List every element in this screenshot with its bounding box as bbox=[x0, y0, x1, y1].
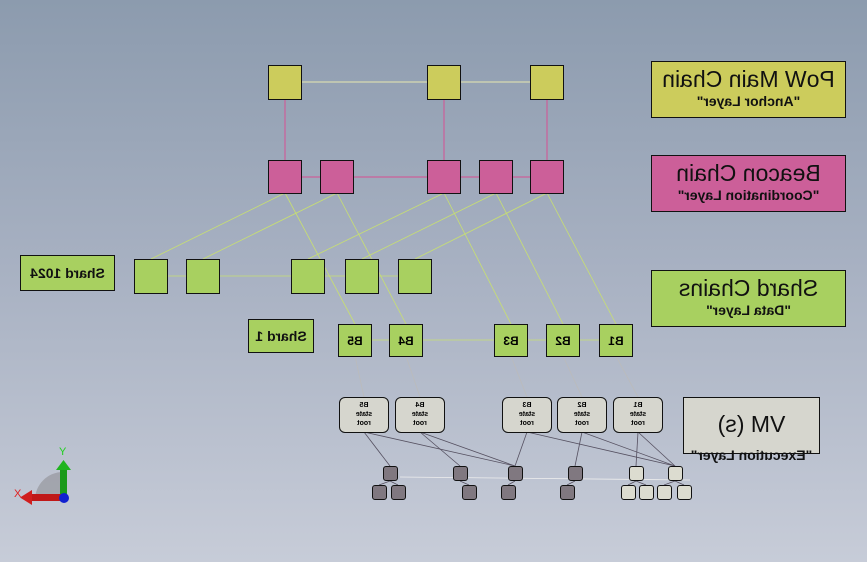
state-node bbox=[668, 466, 683, 481]
vm-state-root-b3[interactable]: B3 state root bbox=[502, 397, 552, 433]
vm-layer-label: VM (s) "Execution Layer" bbox=[683, 397, 820, 463]
shard1-block-b1[interactable]: B1 bbox=[599, 324, 633, 357]
pow-block[interactable] bbox=[268, 65, 302, 100]
vm-label: B3 state root bbox=[518, 402, 536, 427]
vm-state-root-b5[interactable]: B5 state root bbox=[339, 397, 389, 433]
shard1-block-b4[interactable]: B4 bbox=[389, 324, 423, 357]
state-node bbox=[372, 485, 387, 500]
beacon-block[interactable] bbox=[268, 160, 302, 194]
shard1-label: Shard 1 bbox=[248, 319, 314, 353]
state-node bbox=[639, 485, 654, 500]
label-subtitle: "Data Layer" bbox=[706, 302, 791, 318]
axis-triad: Y X bbox=[14, 446, 71, 505]
shard-layer-label: Shard Chains "Data Layer" bbox=[651, 270, 846, 327]
label-title: Beacon Chain bbox=[676, 160, 821, 186]
label-title: Shard Chains bbox=[678, 275, 819, 301]
y-axis-label: Y bbox=[59, 446, 67, 458]
label-text: Shard 1024 bbox=[30, 265, 105, 281]
state-node bbox=[462, 485, 477, 500]
state-node bbox=[508, 466, 523, 481]
block-label: B3 bbox=[503, 334, 519, 348]
beacon-block[interactable] bbox=[427, 160, 461, 194]
block-label: B5 bbox=[347, 334, 363, 348]
state-node bbox=[453, 466, 468, 481]
state-node bbox=[501, 485, 516, 500]
vm-state-root-b4[interactable]: B4 state root bbox=[395, 397, 445, 433]
shard1-block-b3[interactable]: B3 bbox=[494, 324, 528, 357]
state-node bbox=[629, 466, 644, 481]
state-node bbox=[657, 485, 672, 500]
label-text: Shard 1 bbox=[255, 328, 307, 344]
state-node bbox=[568, 466, 583, 481]
beacon-block[interactable] bbox=[530, 160, 564, 194]
beacon-block[interactable] bbox=[479, 160, 513, 194]
shard1024-block[interactable] bbox=[134, 259, 168, 294]
shard1024-block[interactable] bbox=[186, 259, 220, 294]
beacon-layer-label: Beacon Chain "Coordination Layer" bbox=[651, 155, 846, 212]
state-node bbox=[677, 485, 692, 500]
state-node bbox=[391, 485, 406, 500]
shard1-block-b5[interactable]: B5 bbox=[338, 324, 372, 357]
state-node bbox=[560, 485, 575, 500]
shard1024-block[interactable] bbox=[291, 259, 325, 294]
vm-state-root-b1[interactable]: B1 state root bbox=[613, 397, 663, 433]
vm-label: B1 state root bbox=[629, 402, 647, 427]
state-node bbox=[621, 485, 636, 500]
pow-layer-label: PoW Main Chain "Anchor Layer" bbox=[651, 61, 846, 118]
pow-block[interactable] bbox=[530, 65, 564, 100]
beacon-block[interactable] bbox=[320, 160, 354, 194]
vm-label: B4 state root bbox=[411, 402, 429, 427]
vm-state-root-b2[interactable]: B2 state root bbox=[557, 397, 607, 433]
label-title: VM (s) bbox=[717, 411, 786, 437]
label-title: PoW Main Chain bbox=[662, 66, 835, 92]
state-node bbox=[383, 466, 398, 481]
pow-block[interactable] bbox=[427, 65, 461, 100]
label-subtitle: "Coordination Layer" bbox=[677, 187, 820, 203]
shard1024-label: Shard 1024 bbox=[20, 255, 115, 291]
label-subtitle: "Execution Layer" bbox=[690, 447, 813, 463]
block-label: B1 bbox=[608, 334, 624, 348]
shard1024-block[interactable] bbox=[398, 259, 432, 294]
label-subtitle: "Anchor Layer" bbox=[696, 93, 801, 109]
x-axis-label: X bbox=[14, 488, 22, 500]
vm-label: B2 state root bbox=[573, 402, 591, 427]
shard1-block-b2[interactable]: B2 bbox=[546, 324, 580, 357]
block-label: B2 bbox=[555, 334, 571, 348]
vm-label: B5 state root bbox=[355, 402, 373, 427]
shard1024-block[interactable] bbox=[345, 259, 379, 294]
block-label: B4 bbox=[398, 334, 414, 348]
